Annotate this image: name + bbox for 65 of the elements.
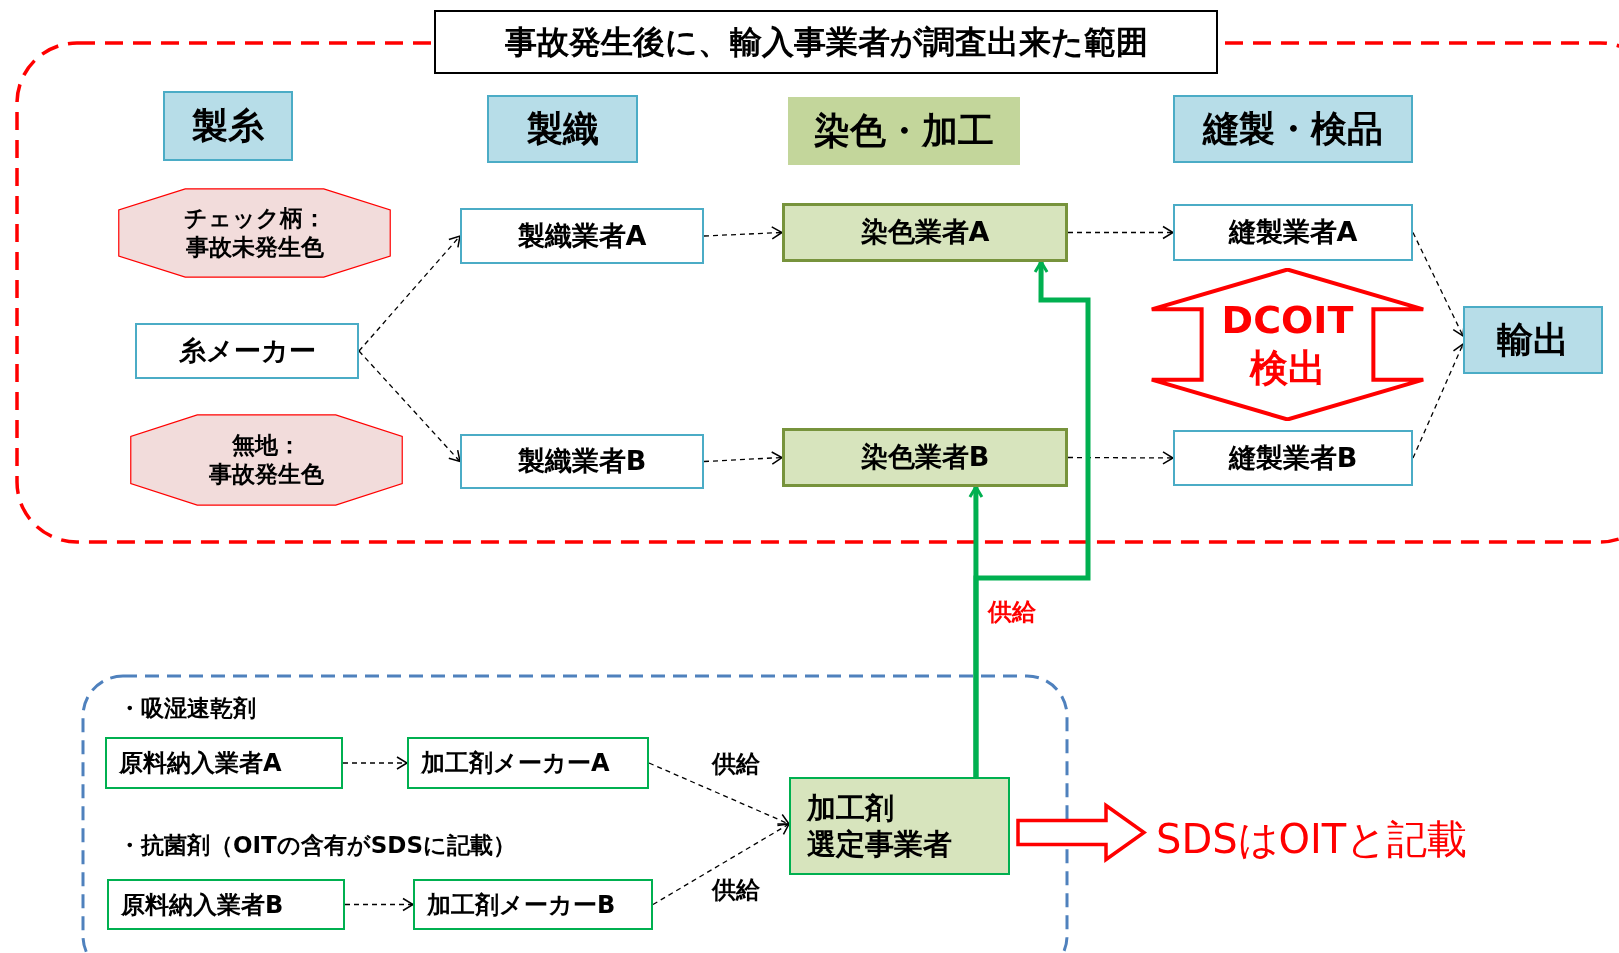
process-box [1173, 204, 1413, 261]
arrow [703, 226, 783, 240]
arrow [358, 350, 461, 463]
node-text: 縫製業者B [1228, 440, 1358, 475]
arrow [703, 451, 783, 465]
node-text: 製織業者B [517, 444, 647, 479]
node-text: 事故発生色 [209, 460, 324, 489]
node-text: 糸メーカー [178, 333, 316, 368]
node-text: 縫製・検品 [1203, 107, 1383, 151]
node-text: 製織業者A [517, 218, 647, 253]
arrow [342, 756, 408, 770]
block-arrow [1016, 802, 1148, 863]
process-box [1173, 430, 1413, 486]
process-box [460, 208, 704, 264]
node-text: 加工剤メーカーB [427, 889, 616, 921]
process-box [135, 323, 359, 379]
node-text: 製糸 [192, 104, 264, 148]
node-text: 加工剤メーカーA [421, 748, 610, 779]
section-label: ・抗菌剤（OITの含有がSDSに記載） [118, 834, 517, 857]
arrow [358, 235, 461, 352]
node-text: SDSはOITと記載 [1156, 815, 1468, 864]
node-text: 縫製業者A [1228, 215, 1358, 250]
process-box [413, 879, 653, 930]
node-text: 染色業者B [860, 440, 990, 475]
process-box [789, 777, 1010, 875]
node-text: 染色・加工 [814, 109, 994, 153]
stage-header [1463, 306, 1603, 374]
arrow [1412, 231, 1465, 337]
process-box [782, 428, 1068, 487]
node-text: 原料納入業者A [119, 748, 282, 779]
node-text: 無地： [232, 431, 301, 460]
arrow [1067, 451, 1174, 465]
node-text: 加工剤 [807, 789, 894, 826]
stage-header [1173, 95, 1413, 163]
process-box [407, 737, 649, 789]
process-box [107, 879, 345, 930]
arrow [652, 823, 790, 906]
process-box [782, 203, 1068, 262]
process-box [105, 737, 343, 789]
stage-header [163, 91, 293, 161]
double-arrow-shape [1149, 268, 1426, 421]
edge-label: 供給 [986, 600, 1038, 624]
arrow [1067, 225, 1174, 240]
title-box: 事故発生後に、輸入事業者が調査出来た範囲 [434, 10, 1218, 74]
node-text: 選定事業者 [807, 826, 952, 863]
arrow [648, 762, 790, 827]
octagon-node [116, 187, 393, 279]
process-box [460, 434, 704, 489]
node-text: 原料納入業者B [121, 889, 284, 921]
section-label: ・吸湿速乾剤 [118, 697, 256, 720]
node-text: DCOIT 検出 [1220, 297, 1355, 392]
node-text: 事故未発生色 [185, 233, 324, 262]
arrow [1412, 343, 1466, 459]
dashed-region [81, 674, 1069, 950]
node-text: チェック柄： [183, 204, 326, 233]
arrow [344, 897, 414, 912]
stage-header [487, 95, 638, 163]
stage-header [788, 97, 1020, 165]
node-text: 輸出 [1497, 318, 1569, 362]
arrow [973, 260, 1091, 777]
node-text: 製織 [526, 107, 599, 151]
octagon-node [128, 413, 405, 507]
edge-label: 供給 [710, 752, 762, 776]
edge-label: 供給 [710, 878, 762, 902]
node-text: 染色業者A [860, 215, 990, 250]
